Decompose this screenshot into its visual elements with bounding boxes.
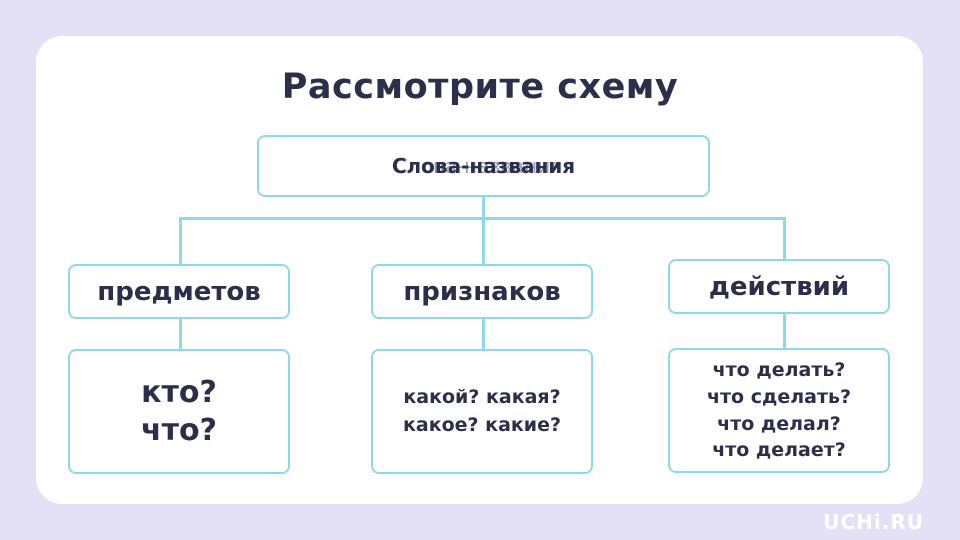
questions-box-deistviy: что делать? что сделать? что делал? что … bbox=[668, 348, 890, 473]
category-label: предметов bbox=[97, 276, 261, 307]
question-line: какой? какая? bbox=[403, 385, 561, 408]
connector-to-priznakov bbox=[482, 217, 485, 264]
connector-priznakov-questions bbox=[482, 318, 485, 350]
question-line: какое? какие? bbox=[402, 413, 562, 436]
connector-to-deistviy bbox=[783, 217, 786, 259]
question-line: что делает? bbox=[712, 439, 846, 462]
category-label: действий bbox=[708, 271, 850, 302]
question-line: что? bbox=[141, 412, 217, 448]
root-ghost-label: Слова-названия bbox=[393, 154, 563, 178]
question-line: что делал? bbox=[717, 412, 841, 435]
root-label-wrap: Слова-названия Слова-названия bbox=[392, 154, 575, 178]
root-label: Слова-названия bbox=[391, 154, 576, 178]
category-box-priznakov: признаков bbox=[371, 264, 593, 319]
connector-root-down bbox=[482, 197, 485, 219]
category-label: признаков bbox=[403, 276, 561, 307]
questions-box-priznakov: какой? какая? какое? какие? bbox=[371, 349, 593, 474]
uchi-logo: UCHi.RU bbox=[823, 510, 924, 534]
category-box-deistviy: действий bbox=[668, 259, 890, 314]
question-line: что сделать? bbox=[706, 385, 851, 408]
questions-box-predmetov: кто? что? bbox=[68, 349, 290, 474]
slide-title: Рассмотрите схему bbox=[281, 67, 679, 107]
connector-to-predmetov bbox=[179, 217, 182, 264]
question-line: кто? bbox=[141, 375, 217, 410]
connector-deistviy-questions bbox=[783, 313, 786, 349]
question-line: что делать? bbox=[712, 358, 846, 381]
connector-predmetov-questions bbox=[179, 318, 182, 350]
root-box: Слова-названия Слова-названия bbox=[257, 135, 710, 197]
category-box-predmetov: предметов bbox=[68, 264, 290, 319]
